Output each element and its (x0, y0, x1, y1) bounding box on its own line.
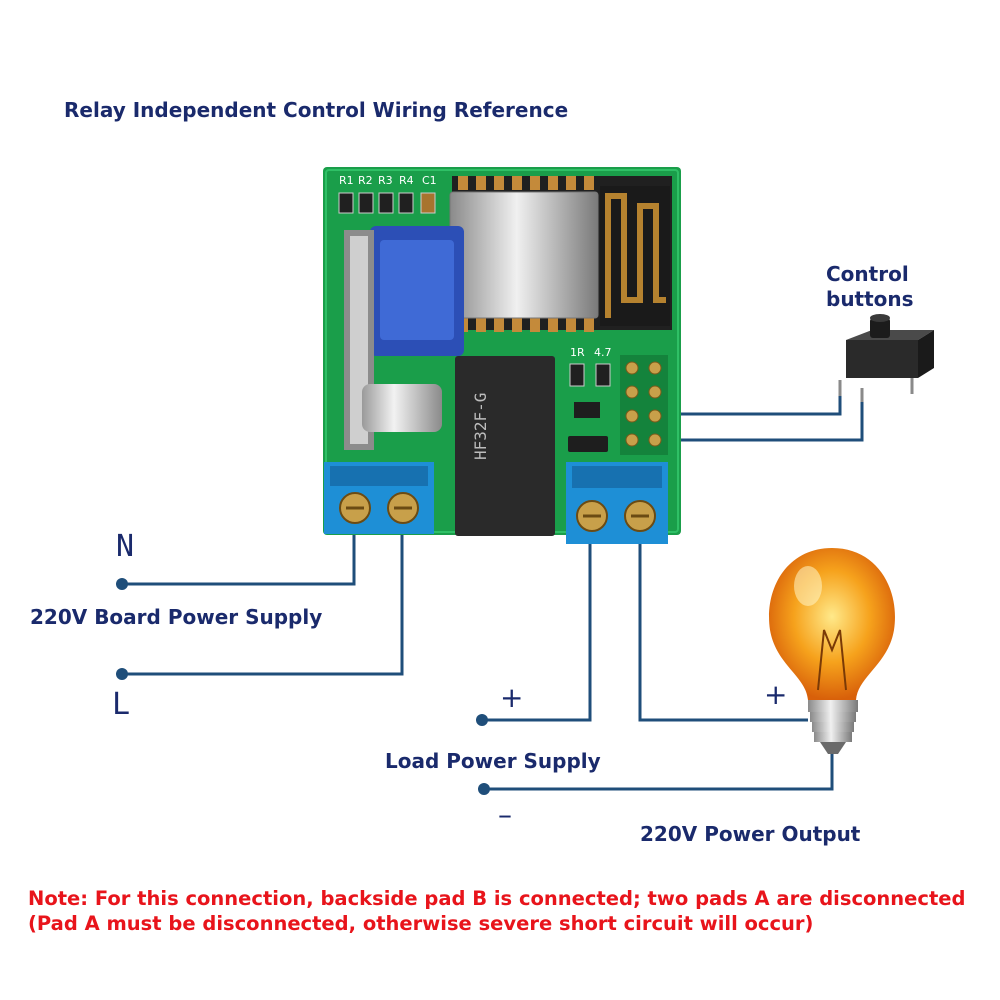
label-r1: R1 (339, 174, 354, 187)
rf-shield (449, 191, 599, 319)
label-load-power: Load Power Supply (385, 749, 601, 773)
warning-note-line-2: (Pad A must be disconnected, otherwise s… (28, 912, 814, 935)
label-board-power: 220V Board Power Supply (30, 605, 323, 629)
terminal-label-l: L (112, 687, 131, 722)
antenna-trace (605, 193, 666, 318)
wire-load-minus (484, 752, 834, 791)
label-r2: R2 (358, 174, 373, 187)
label-r3: R3 (378, 174, 393, 187)
terminal-dot-n (116, 578, 128, 590)
wifi-module (449, 176, 672, 332)
light-bulb-icon (769, 548, 895, 754)
warning-note: Note: For this connection, backside pad … (28, 886, 965, 936)
terminal-dot-load-minus (478, 783, 490, 795)
label-r4: R4 (399, 174, 414, 187)
pin-header (620, 355, 668, 455)
label-control-buttons: Control buttons (826, 262, 914, 311)
terminal-label-load-plus: + (500, 681, 524, 714)
terminal-block-power (324, 462, 434, 534)
label-power-output: 220V Power Output (640, 822, 861, 846)
relay: HF32F-G (455, 356, 555, 536)
terminal-block-load (566, 462, 668, 544)
control-button-icon (838, 314, 934, 402)
terminal-dot-l (116, 668, 128, 680)
terminal-label-n: N (116, 529, 135, 564)
warning-note-line-1: Note: For this connection, backside pad … (28, 887, 966, 910)
capacitor (362, 384, 442, 432)
wire-load-output (638, 518, 808, 722)
wires (122, 380, 864, 791)
wire-live (122, 515, 404, 676)
label-1r: 1R (570, 346, 585, 359)
wire-button-2 (650, 400, 864, 442)
diagram-title: Relay Independent Control Wiring Referen… (64, 98, 569, 122)
label-47: 4.7 (594, 346, 612, 359)
relay-model: HF32F-G (471, 393, 490, 460)
terminal-dot-load-plus (476, 714, 488, 726)
transformer (344, 226, 464, 450)
terminal-label-output-plus: + (764, 678, 788, 711)
label-c1: C1 (422, 174, 437, 187)
wire-neutral (122, 515, 356, 586)
relay-board: R1 R2 R3 R4 C1 1R 4.7 (323, 167, 681, 544)
terminal-label-load-minus: – (498, 798, 512, 831)
wire-endpoints (116, 578, 490, 795)
wire-load-plus (482, 518, 592, 722)
